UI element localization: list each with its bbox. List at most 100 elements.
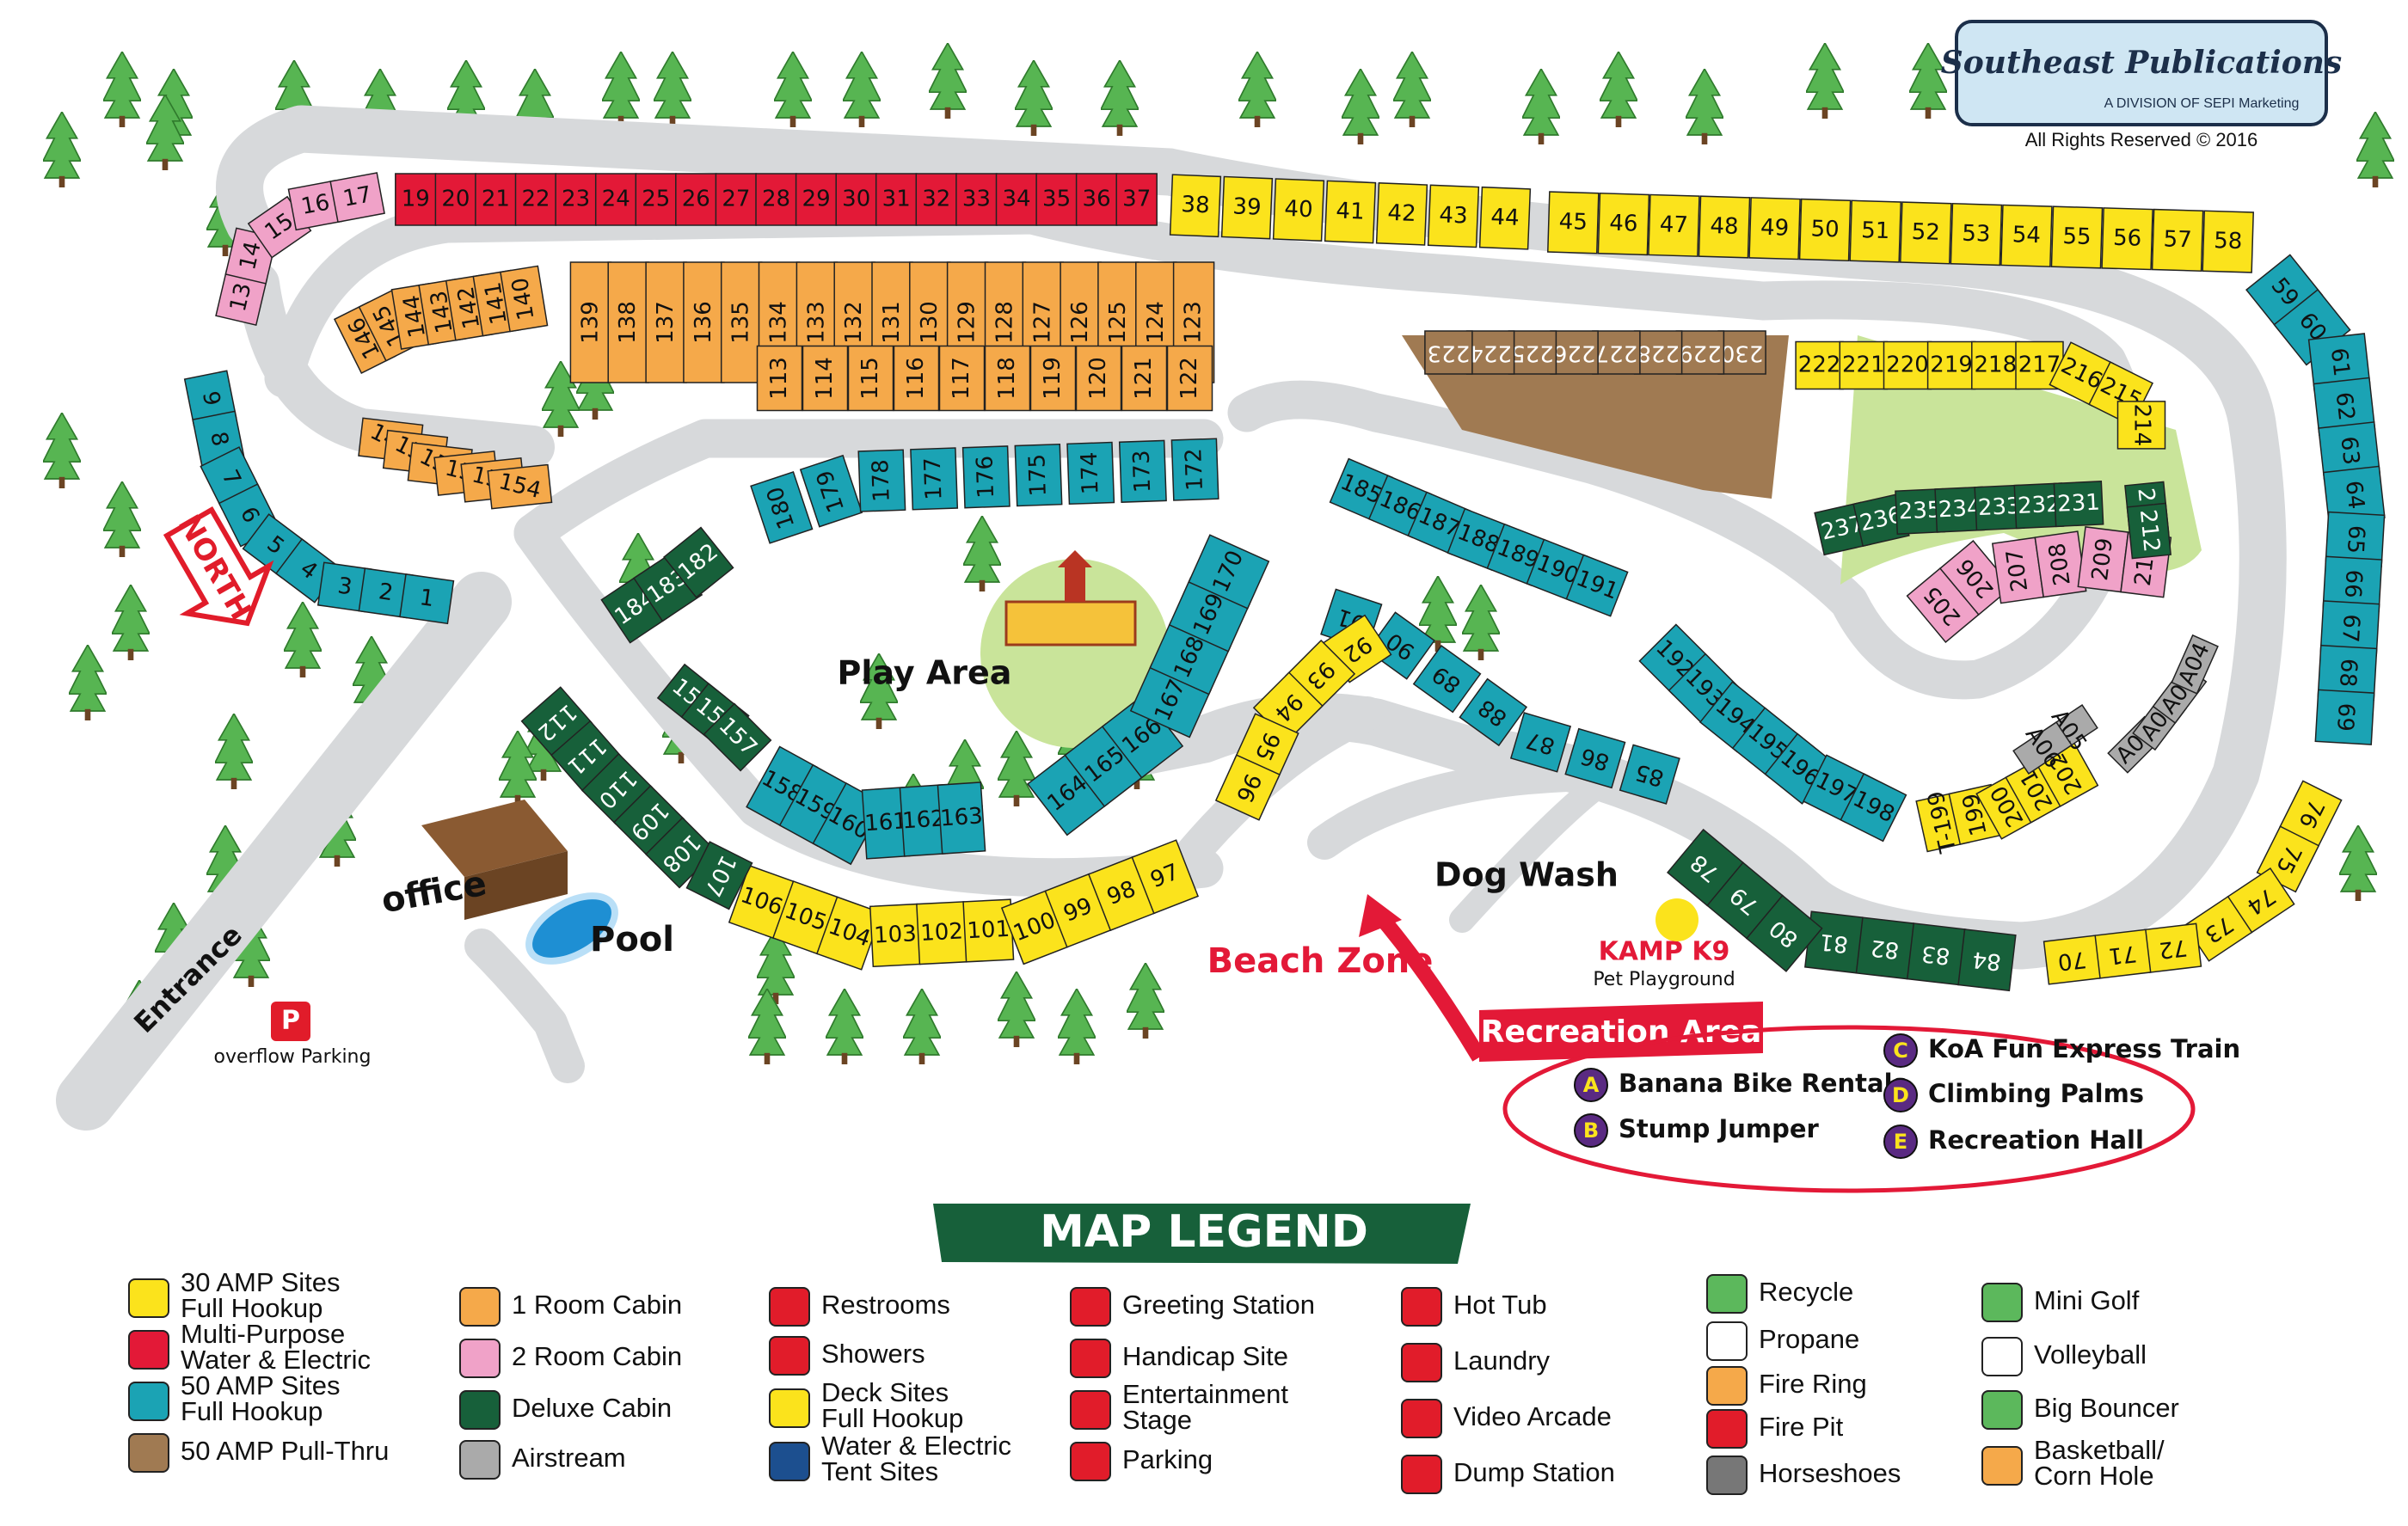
- campsite-number: 124: [1143, 301, 1169, 344]
- legend-item: Dump Station: [1401, 1455, 1615, 1494]
- campsite-box: [1375, 182, 1428, 246]
- recreation-letter-icon: [1883, 1078, 1918, 1112]
- campsite-number: 39: [1232, 193, 1262, 220]
- campsite-number: 72: [2158, 934, 2189, 963]
- dog-wash-label: Dog Wash: [1434, 856, 1619, 894]
- campsite-box: [1121, 345, 1168, 412]
- recreation-label: Banana Bike Rentals: [1619, 1069, 1907, 1098]
- mini-golf-icon: [1981, 1283, 2023, 1322]
- campsite: 29: [795, 173, 838, 226]
- campsite-number: 172: [1181, 448, 1208, 492]
- campsite-box: [2314, 689, 2375, 745]
- campsite-box: [1950, 202, 2003, 267]
- campsite-number: 101: [967, 916, 1010, 944]
- campsite: 45: [1547, 191, 1600, 254]
- campsite-number: 178: [868, 459, 895, 503]
- legend-item: Fire Ring: [1706, 1366, 1867, 1406]
- beach-zone-label: Beach Zone: [1207, 941, 1434, 981]
- svg-text:P: P: [281, 1006, 300, 1036]
- campsite: 173: [1118, 439, 1167, 503]
- campsite-box: [1169, 174, 1222, 238]
- campsite: 118: [984, 345, 1031, 412]
- legend-item: Propane: [1706, 1321, 1859, 1361]
- legend-item: Parking: [1070, 1442, 1213, 1481]
- swatch-30amp: [128, 1278, 169, 1318]
- campsite: 105: [771, 880, 839, 955]
- campsite-box: [1424, 330, 1473, 375]
- campsite-box: [569, 261, 612, 383]
- legend-label: Hot Tub: [1453, 1290, 1547, 1320]
- recreation-label: Climbing Palms: [1928, 1079, 2144, 1108]
- campsite: 138: [607, 261, 649, 383]
- campsite: 38: [1169, 174, 1222, 238]
- tree-icon: [1058, 989, 1096, 1064]
- campsite-box: [955, 173, 998, 226]
- campsite-box: [1118, 439, 1167, 503]
- legend-label: Video Arcade: [1453, 1401, 1612, 1431]
- campsite-number: 231: [2056, 489, 2100, 517]
- campsite: 198: [1840, 773, 1907, 843]
- campsite: 52: [1900, 201, 1952, 265]
- campsite-number: 25: [642, 187, 670, 212]
- campsite-number: 43: [1439, 202, 1468, 229]
- campsite: 85: [1619, 744, 1680, 805]
- campsite: 98: [1087, 855, 1156, 932]
- campsite-number: 208: [2044, 542, 2076, 587]
- campsite-number: 114: [812, 357, 838, 400]
- legend-item: Big Bouncer: [1981, 1390, 2179, 1430]
- campsite-box: [500, 265, 549, 333]
- campsite-box: [1115, 173, 1158, 226]
- legend-item: 50 AMP Pull-Thru: [128, 1433, 389, 1473]
- tree-icon: [284, 602, 322, 677]
- campsite-box: [1900, 201, 1952, 265]
- tree-icon: [1015, 60, 1053, 136]
- campsite-number: 123: [1181, 301, 1207, 344]
- campsite: 177: [910, 447, 959, 511]
- tree-icon: [2356, 112, 2394, 187]
- campsite-box: [1666, 828, 1744, 907]
- campsite: 34: [995, 173, 1038, 226]
- campsite-number: 37: [1122, 187, 1151, 212]
- campsite-box: [2053, 481, 2104, 528]
- campsite-number: 21: [482, 187, 510, 212]
- campsite-number: 162: [901, 806, 946, 834]
- office-building: [421, 800, 568, 920]
- fire-ring-icon: [1706, 1366, 1748, 1406]
- campsite: 23: [555, 173, 597, 226]
- recreation-area-outline: [1502, 1025, 2196, 1193]
- campsite-number: 219: [1930, 352, 1973, 378]
- campsite: 226: [1550, 330, 1599, 375]
- campsite-box: [1324, 180, 1377, 244]
- campsite-number: 132: [841, 301, 867, 344]
- campsite-number: 235: [1898, 497, 1942, 524]
- tree-icon: [998, 731, 1035, 806]
- tree-icon: [43, 413, 81, 488]
- tree-icon: [1127, 963, 1164, 1039]
- legend-item: 2 Room Cabin: [459, 1339, 682, 1378]
- campsite-number: 120: [1085, 357, 1111, 400]
- legend-label: Deluxe Cabin: [512, 1393, 672, 1423]
- campsite-box: [1675, 330, 1725, 375]
- campsite: 220: [1883, 340, 1932, 390]
- campsite: 88: [1459, 677, 1528, 747]
- campsite-box: [487, 463, 553, 510]
- tree-icon: [903, 989, 941, 1064]
- campsite: 35: [1035, 173, 1078, 226]
- campsite-box: [1478, 186, 1532, 250]
- legend-label: Handicap Site: [1122, 1341, 1288, 1371]
- campsite-box: [1547, 191, 1600, 254]
- campsite: 79: [1705, 861, 1784, 940]
- campsite-box: [2101, 207, 2153, 271]
- campsite-number: 229: [1679, 340, 1722, 366]
- campsite-number: 214: [2129, 404, 2155, 447]
- legend-label: Airstream: [512, 1443, 626, 1473]
- recreation-label: KoA Fun Express Train: [1928, 1034, 2240, 1063]
- campsite-box: [1170, 438, 1219, 501]
- campsite-box: [2126, 502, 2172, 560]
- recreation-letter: E: [1894, 1130, 1907, 1154]
